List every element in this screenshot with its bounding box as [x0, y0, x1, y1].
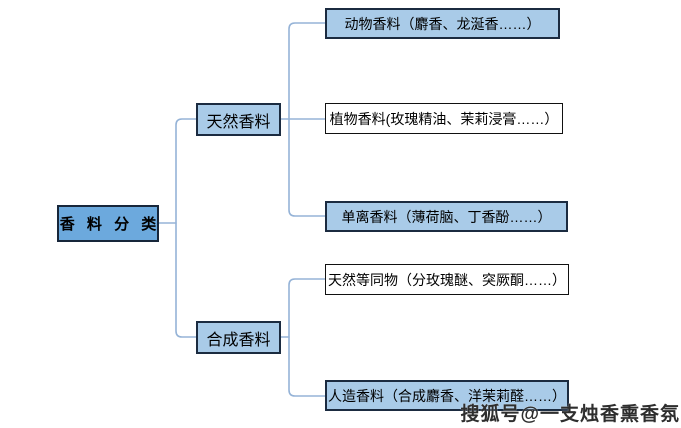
connector-natural-bracket — [288, 22, 326, 217]
leaf-node-animal-fragrance: 动物香料（麝香、龙涎香……） — [325, 8, 560, 39]
branch-node-natural-fragrance: 天然香料 — [196, 103, 281, 136]
root-node-label: 香 料 分 类 — [59, 216, 161, 233]
leaf-node-artificial-fragrance: 人造香料（合成麝香、洋茉莉醛……） — [325, 380, 569, 411]
branch-node-label: 合成香料 — [206, 331, 271, 349]
branch-node-synthetic-fragrance: 合成香料 — [196, 321, 281, 354]
branch-node-label: 天然香料 — [206, 113, 271, 131]
sohu-watermark: 搜狐号@一支烛香熏香氛 — [460, 404, 680, 425]
leaf-node-nature-identical: 天然等同物（分玫瑰醚、突厥酮……） — [325, 264, 569, 295]
connector-synthetic-bracket — [288, 278, 326, 397]
leaf-node-plant-fragrance: 植物香料(玫瑰精油、茉莉浸膏……） — [325, 103, 563, 134]
leaf-node-label: 人造香料（合成麝香、洋茉莉醛……） — [328, 387, 566, 404]
leaf-node-label: 动物香料（麝香、龙涎香……） — [344, 15, 541, 32]
leaf-node-label: 天然等同物（分玫瑰醚、突厥酮……） — [328, 271, 566, 288]
connector-root-bracket — [175, 118, 197, 338]
leaf-node-isolated-fragrance: 单离香料（薄荷脑、丁香酚……） — [325, 201, 568, 232]
leaf-node-label: 单离香料（薄荷脑、丁香酚……） — [341, 208, 552, 225]
root-node-fragrance-classification: 香 料 分 类 — [57, 205, 159, 242]
leaf-node-label: 植物香料(玫瑰精油、茉莉浸膏……） — [329, 110, 559, 127]
